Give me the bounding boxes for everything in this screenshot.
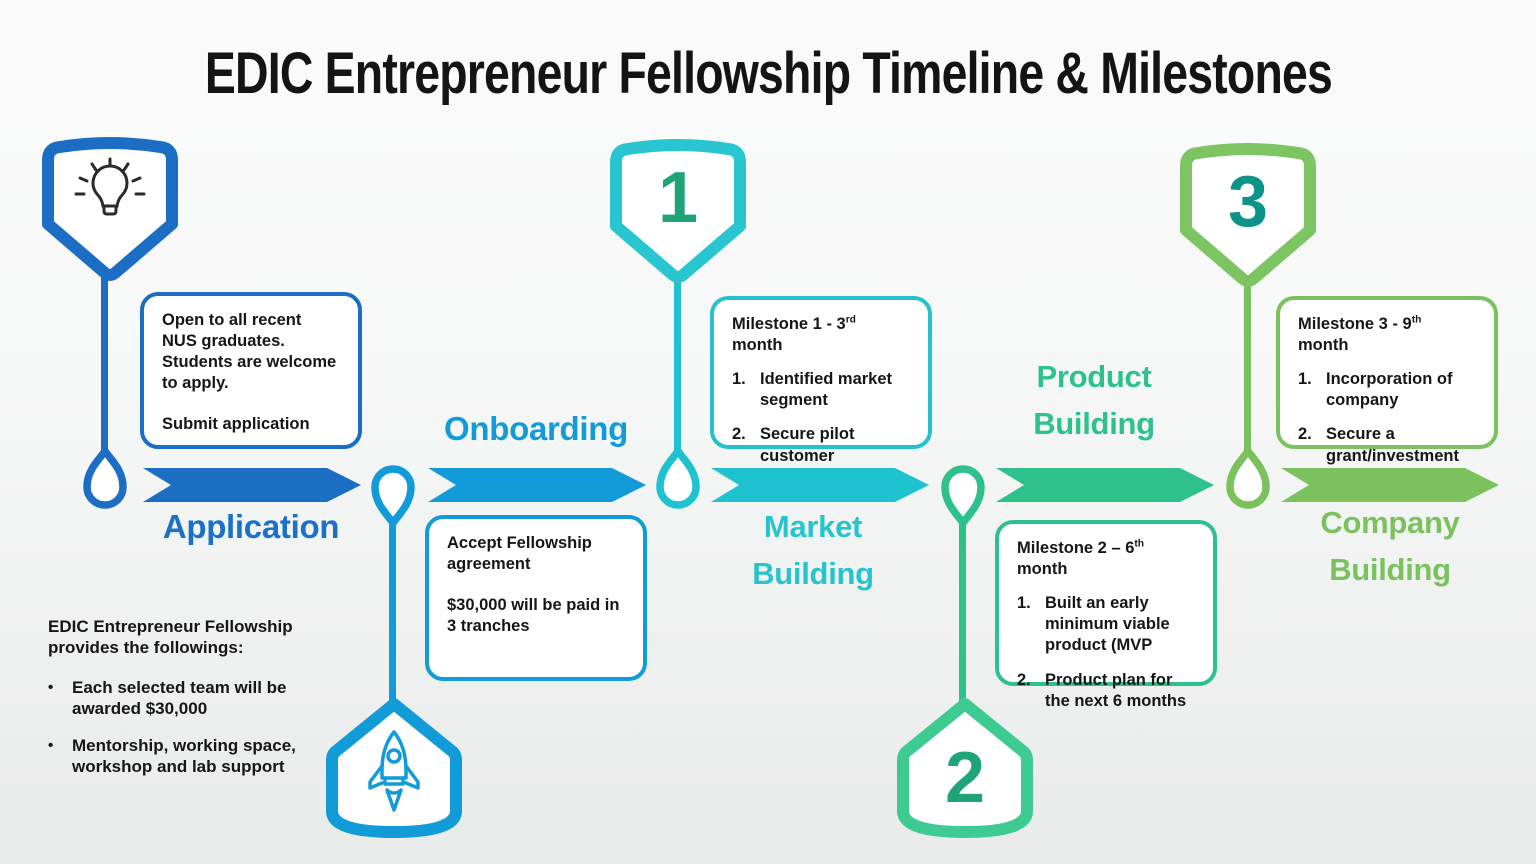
fellowship-benefits-title: EDIC Entrepreneur Fellowship provides th… [48,617,293,658]
timeline-node-2 [371,465,415,527]
timeline-node-4 [941,465,985,527]
timeline-arrow-company-building [1281,468,1499,502]
lightbulb-icon [74,157,146,216]
timeline-arrow-onboarding [428,468,646,502]
timeline-node-5 [1226,447,1270,509]
rocket-icon [368,730,420,812]
milestone-2-item: 2. Product plan for the next 6 months [1017,670,1187,710]
ordinal-suffix: th [1411,314,1422,326]
connector-idea [101,276,108,458]
onboarding-agreement-text: Accept Fellowship agreement [447,534,592,574]
fellowship-benefits-block: EDIC Entrepreneur Fellowship provides th… [48,616,320,778]
onboarding-details-box: Accept Fellowship agreement $30,000 will… [425,515,647,681]
milestone-1-item: 1. Identified market segment [732,370,893,410]
milestone-2-title: Milestone 2 – 6th month [1017,538,1145,579]
stage-label-application: Application [162,508,340,545]
milestone-1-number: 1 [657,158,699,238]
connector-milestone-3 [1244,282,1251,458]
bullet-marker: • [48,678,54,696]
milestone-3-title: Milestone 3 - 9th month [1298,314,1422,355]
stage-label-product-building: Product Building [1033,359,1155,441]
ordinal-suffix: rd [845,314,856,326]
connector-milestone-2 [959,512,966,704]
page-title: EDIC Entrepreneur Fellowship Timeline & … [204,41,1332,106]
benefit-item: • Each selected team will be awarded $30… [48,677,287,718]
onboarding-funding-text: $30,000 will be paid in 3 tranches [447,596,620,636]
milestone-2-badge: 2 [891,696,1039,846]
milestone-3-item: 2. Secure a grant/investment [1298,425,1459,465]
timeline-node-1 [83,447,127,509]
milestone-1-badge: 1 [604,136,752,286]
application-submit-text: Submit application [162,415,310,434]
timeline-arrow-market-building [711,468,929,502]
milestone-3-number: 3 [1227,162,1269,242]
application-details-box: Open to all recent NUS graduates. Studen… [140,292,362,449]
milestone-1-item: 2. Secure pilot customer [732,425,855,465]
title-bar: EDIC Entrepreneur Fellowship Timeline & … [0,40,1536,107]
milestone-3-box: Milestone 3 - 9th month 1. Incorporation… [1276,296,1498,465]
stage-label-market-building: Market Building [752,509,874,591]
timeline-arrow-application [143,468,361,502]
application-details-text: Open to all recent NUS graduates. Studen… [162,311,337,393]
ordinal-suffix: th [1134,538,1145,550]
stage-label-onboarding: Onboarding [444,410,628,447]
bullet-marker: • [48,737,54,754]
milestone-1-box: Milestone 1 - 3rd month 1. Identified ma… [710,296,932,465]
stage-label-company-building: Company Building [1320,505,1460,587]
connector-milestone-1 [674,278,681,458]
milestone-1-title: Milestone 1 - 3rd month [732,314,856,355]
connector-rocket [389,512,396,704]
milestone-2-item: 1. Built an early minimum viable product… [1017,594,1170,655]
milestone-3-item: 1. Incorporation of company [1298,370,1453,410]
rocket-badge [320,696,468,846]
milestone-2-number: 2 [944,738,986,818]
timeline-node-3 [656,447,700,509]
benefit-item: • Mentorship, working space, workshop an… [48,736,296,777]
milestone-3-badge: 3 [1174,140,1322,290]
timeline-arrow-product-building [996,468,1214,502]
idea-badge [36,134,184,284]
milestone-2-box: Milestone 2 – 6th month 1. Built an earl… [995,520,1217,710]
